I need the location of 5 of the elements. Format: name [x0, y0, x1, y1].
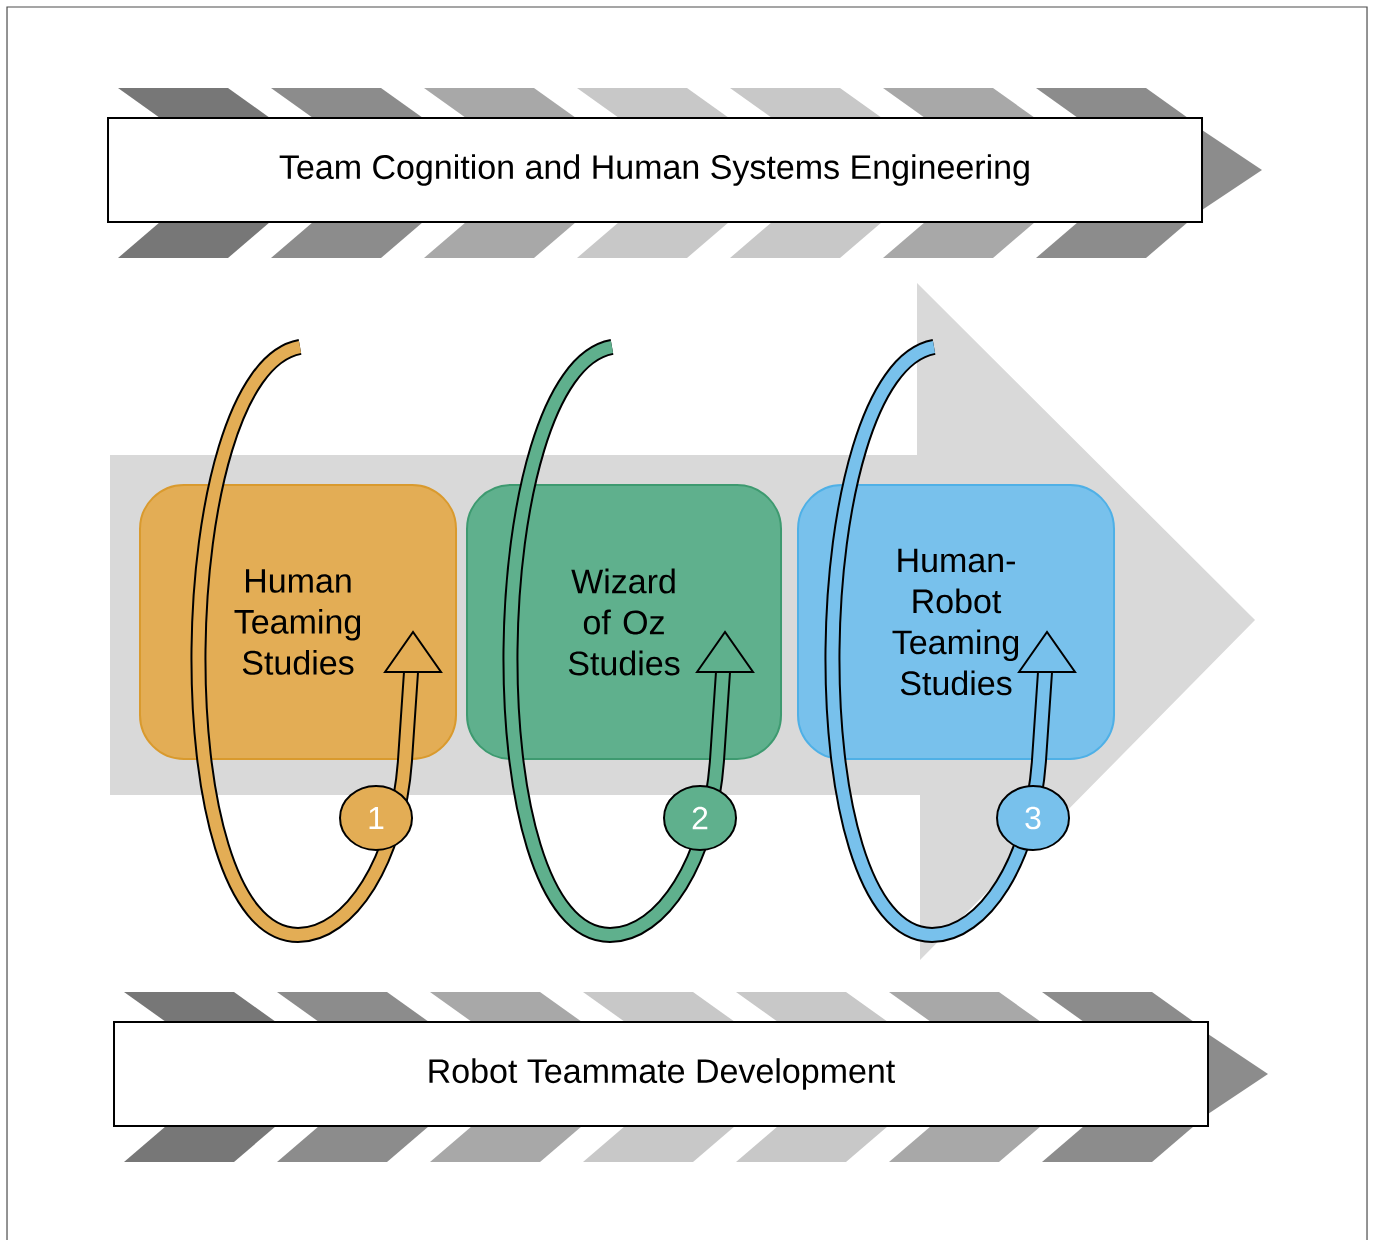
banner-box: Robot Teammate Development	[113, 1021, 1209, 1127]
banner-box: Team Cognition and Human Systems Engineering	[107, 117, 1203, 223]
process-box: Human-Robot Teaming Studies	[797, 484, 1115, 760]
process-box: Human Teaming Studies	[139, 484, 457, 760]
process-box: Wizard of Oz Studies	[466, 484, 782, 760]
